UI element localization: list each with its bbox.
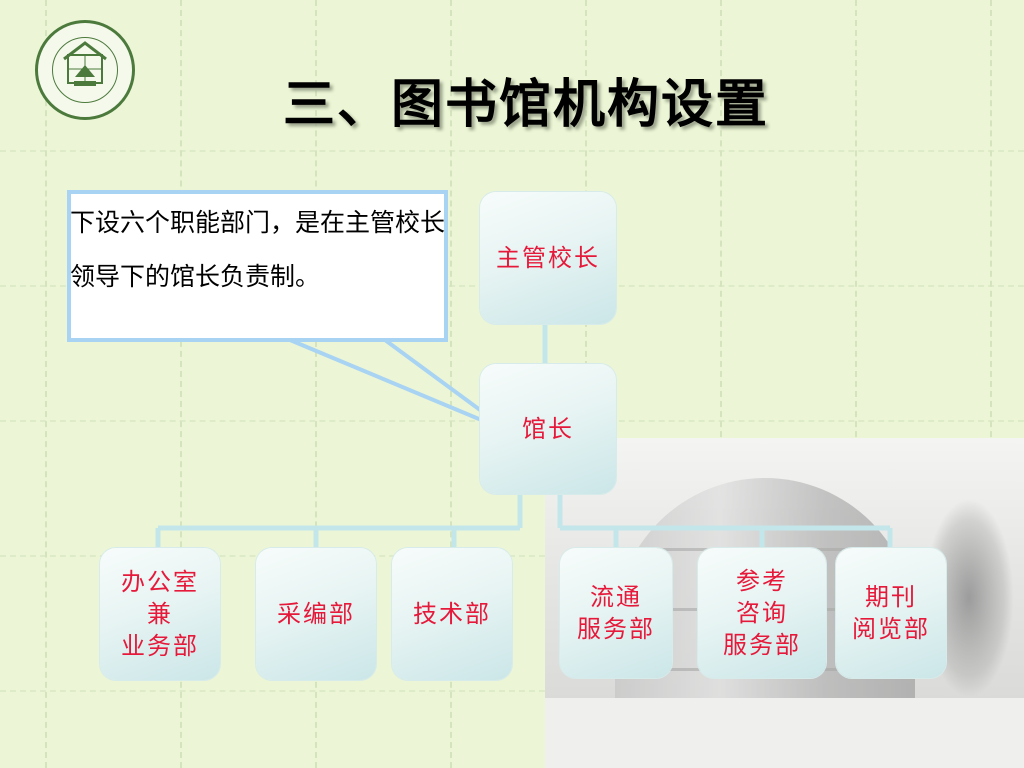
grid-line [450, 0, 452, 768]
grid-line [0, 555, 1024, 557]
department-label: 办公室 兼 业务部 [121, 568, 199, 660]
department-label: 采编部 [277, 600, 355, 628]
grid-line [0, 690, 1024, 692]
org-node-department: 办公室 兼 业务部 [100, 548, 220, 680]
grid-line [180, 0, 182, 768]
ground [545, 698, 1024, 768]
grid-line [0, 150, 1024, 152]
callout-box [67, 190, 448, 342]
org-node-director: 馆长 [480, 364, 616, 494]
department-label: 参考 咨询 服务部 [723, 567, 801, 659]
grid-line [720, 0, 722, 768]
grid-line [315, 0, 317, 768]
org-node-top: 主管校长 [480, 192, 616, 324]
logo-inner-ring [52, 37, 118, 103]
department-label: 技术部 [413, 600, 491, 628]
callout-text: 下设六个职能部门，是在主管校长领导下的馆长负责制。 [70, 208, 446, 291]
page-title: 三、图书馆机构设置 [283, 74, 770, 135]
org-node-top-label: 主管校长 [496, 244, 600, 272]
grid-line [855, 0, 857, 768]
org-node-department: 采编部 [256, 548, 376, 680]
org-node-department: 参考 咨询 服务部 [698, 548, 826, 678]
org-node-department: 期刊 阅览部 [836, 548, 946, 678]
grid-line [990, 0, 992, 768]
org-node-department: 技术部 [392, 548, 512, 680]
org-node-department: 流通 服务部 [560, 548, 672, 678]
callout-pointer [289, 338, 512, 434]
grid-line [45, 0, 47, 768]
university-logo [35, 20, 135, 120]
org-node-director-label: 馆长 [522, 415, 574, 443]
department-label: 期刊 阅览部 [852, 583, 930, 643]
department-label: 流通 服务部 [577, 583, 655, 643]
